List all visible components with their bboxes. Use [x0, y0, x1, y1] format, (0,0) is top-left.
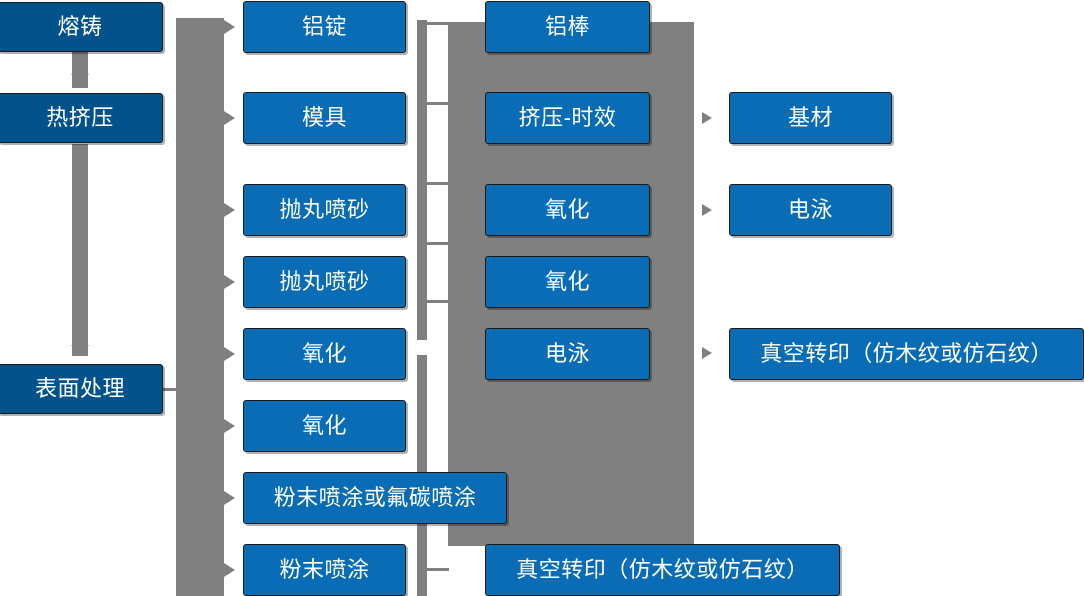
- arrow-to-aluminum-ingot: [224, 20, 235, 34]
- arrow-to-shot-blasting-1: [224, 203, 235, 217]
- node-vacuum-transfer-2[interactable]: 真空转印（仿木纹或仿石纹）: [729, 328, 1084, 380]
- tick-row-1: [427, 22, 449, 25]
- arrow-to-base-material: [702, 112, 712, 124]
- node-aluminum-ingot[interactable]: 铝锭: [243, 1, 406, 53]
- arrow-to-electrophoresis-2: [702, 204, 712, 216]
- tick-row-2: [427, 102, 449, 105]
- arrow-to-powder-coating: [224, 563, 235, 577]
- tick-row-3: [427, 182, 449, 185]
- connector-surface-to-bar: [163, 388, 185, 391]
- arrow-to-mold: [224, 111, 235, 125]
- node-aluminum-rod[interactable]: 铝棒: [485, 1, 650, 53]
- arrow-to-oxidation-1: [224, 347, 235, 361]
- tick-row-4: [427, 242, 449, 245]
- node-powder-coating[interactable]: 粉末喷涂: [243, 544, 406, 596]
- node-electrophoresis-1[interactable]: 电泳: [485, 328, 650, 380]
- node-mold[interactable]: 模具: [243, 92, 406, 144]
- node-shot-blasting-2[interactable]: 抛丸喷砂: [243, 256, 406, 308]
- node-base-material[interactable]: 基材: [729, 92, 892, 144]
- node-extrusion-aging[interactable]: 挤压-时效: [485, 92, 650, 144]
- node-oxidation-1[interactable]: 氧化: [243, 328, 406, 380]
- arrow-to-oxidation-2: [224, 419, 235, 433]
- connector-bar-column1: [176, 18, 224, 596]
- arrow-to-powder-or-fluorocarbon: [224, 491, 235, 505]
- node-oxidation-2[interactable]: 氧化: [243, 400, 406, 452]
- node-electrophoresis-2[interactable]: 电泳: [729, 184, 892, 236]
- arrow-to-shot-blasting-2: [224, 275, 235, 289]
- node-oxidation-4[interactable]: 氧化: [485, 256, 650, 308]
- arrow-to-vacuum-transfer-2: [702, 347, 712, 359]
- tick-row-6: [427, 568, 449, 571]
- arrow-stage-down-1: [71, 74, 89, 85]
- node-oxidation-3[interactable]: 氧化: [485, 184, 650, 236]
- connector-stage-vertical-2: [72, 144, 88, 356]
- node-powder-or-fluorocarbon[interactable]: 粉末喷涂或氟碳喷涂: [243, 472, 507, 524]
- node-surface-treatment[interactable]: 表面处理: [0, 364, 163, 414]
- node-hot-extrusion[interactable]: 热挤压: [0, 93, 163, 143]
- node-vacuum-transfer-1[interactable]: 真空转印（仿木纹或仿石纹）: [485, 544, 840, 596]
- node-shot-blasting-1[interactable]: 抛丸喷砂: [243, 184, 406, 236]
- tick-row-5: [427, 300, 449, 303]
- node-melt-casting[interactable]: 熔铸: [0, 2, 163, 52]
- connector-spine-upper: [417, 20, 427, 340]
- arrow-stage-down-2: [71, 345, 89, 356]
